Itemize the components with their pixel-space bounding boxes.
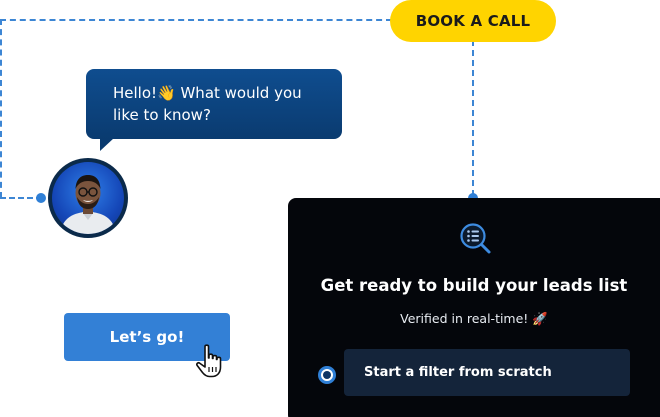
connector-panel-line [472, 40, 474, 196]
start-filter-option[interactable]: Start a filter from scratch [344, 349, 630, 396]
lets-go-button[interactable]: Let’s go! [64, 313, 230, 361]
connector-avatar-line [0, 197, 42, 199]
panel-subtitle: Verified in real-time! 🚀 [400, 311, 548, 326]
filter-option-radio[interactable] [318, 366, 336, 384]
connector-left-line [0, 19, 2, 198]
list-search-icon [460, 223, 491, 254]
start-filter-label: Start a filter from scratch [364, 365, 552, 380]
avatar-photo [52, 162, 124, 234]
panel-title: Get ready to build your leads list [320, 276, 628, 295]
person-icon [60, 175, 116, 234]
connector-avatar-dot [36, 193, 46, 203]
hand-pointer-icon [196, 344, 222, 378]
chat-bubble-tail [100, 138, 114, 151]
chat-message: Hello!👋 What would you like to know? [113, 84, 302, 124]
connector-top-line [0, 19, 392, 21]
chat-bubble: Hello!👋 What would you like to know? [86, 69, 342, 139]
leads-list-panel: Get ready to build your leads list Verif… [288, 198, 660, 417]
book-a-call-button[interactable]: BOOK A CALL [390, 0, 556, 42]
avatar [48, 158, 128, 238]
